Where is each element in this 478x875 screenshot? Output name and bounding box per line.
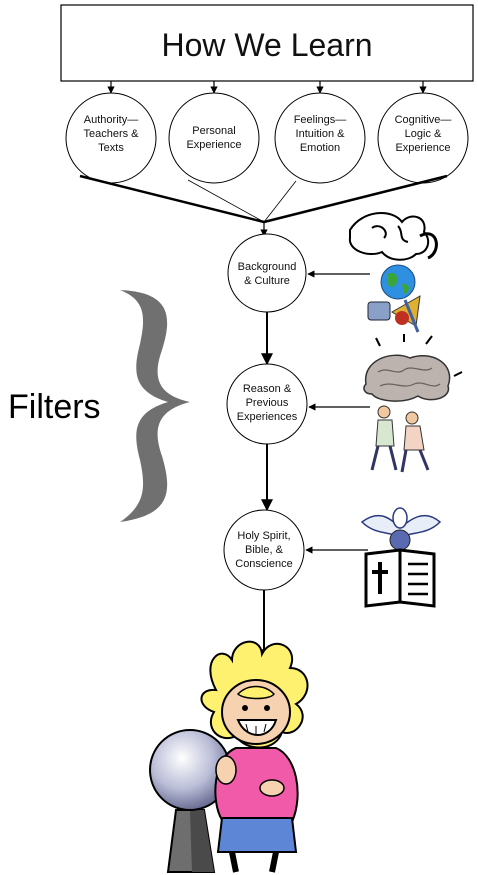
source-node-feelings: Feelings—Intuition &Emotion: [274, 92, 366, 184]
filter-node-holy-spirit: Holy Spirit,Bible, &Conscience: [223, 509, 305, 591]
diagram-title: How We Learn: [161, 27, 372, 63]
svg-text:Authority—Teachers &Texts: Authority—Teachers &Texts: [83, 114, 139, 154]
filters-label: Filters: [8, 388, 101, 426]
title-arrows: [107, 81, 427, 94]
filter-node-background-culture: Background& Culture: [227, 233, 307, 313]
brain-people-icon: [363, 334, 463, 473]
svg-text:Holy Spirit,Bible, &Conscience: Holy Spirit,Bible, &Conscience: [235, 530, 292, 570]
dove-bible-icon: [360, 507, 442, 608]
source-node-cognitive: Cognitive—Logic &Experience: [377, 92, 469, 184]
svg-text:Cognitive—Logic &Experience: Cognitive—Logic &Experience: [395, 114, 452, 154]
title-box: [60, 4, 474, 82]
converging-lines: [79, 174, 448, 237]
child-with-crystal-ball-icon: [149, 640, 309, 873]
filters-brace: [120, 290, 190, 522]
source-node-authority: Authority—Teachers &Texts: [65, 92, 157, 184]
svg-text:Feelings—Intuition &Emotion: Feelings—Intuition &Emotion: [294, 114, 347, 154]
world-culture-icon: [348, 211, 438, 333]
svg-text:Background& Culture: Background& Culture: [238, 261, 297, 287]
